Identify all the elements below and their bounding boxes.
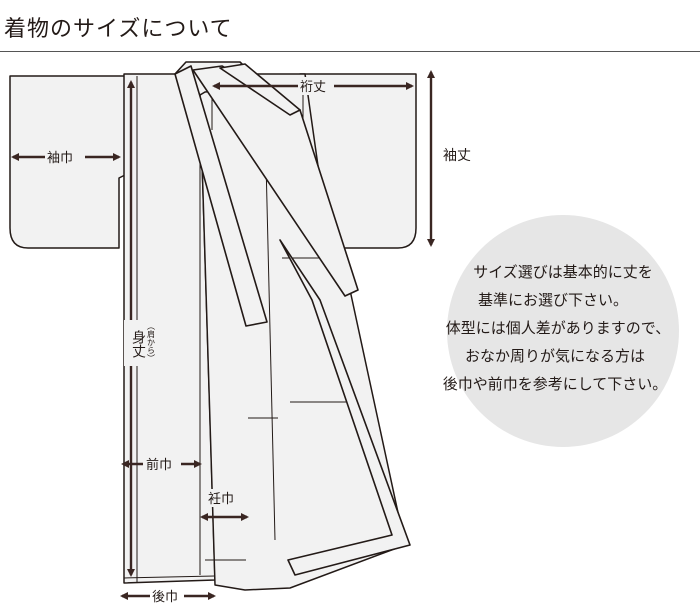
page-title: 着物のサイズについて <box>4 17 233 42</box>
note-line-3: 体型には個人差がありますので、 <box>446 319 670 337</box>
sode-haba-label: 袖巾 <box>47 151 73 166</box>
note-circle <box>447 215 679 447</box>
note-line-4: おなか周りが気になる方は <box>465 347 645 365</box>
title-divider <box>0 51 700 52</box>
okumi-haba-label: 衽巾 <box>208 492 234 507</box>
ushiro-haba-label: 後巾 <box>152 590 178 605</box>
mae-haba-label: 前巾 <box>146 457 172 473</box>
mitake-note-label: （肩から） <box>147 322 156 362</box>
mitake-label: 身丈 <box>130 330 146 358</box>
note-line-2: 基準にお選び下さい。 <box>478 291 628 309</box>
note-line-1: サイズ選びは基本的に丈を <box>473 263 653 281</box>
note-line-5: 後巾や前巾を参考にして下さい。 <box>443 375 668 393</box>
sode-take-label: 袖丈 <box>443 148 471 164</box>
kimono-collar <box>174 61 411 576</box>
front-body <box>194 73 406 591</box>
yuki-label: 裄丈 <box>300 80 326 95</box>
size-note: サイズ選びは基本的に丈を 基準にお選び下さい。 体型には個人差がありますので、 … <box>443 263 670 393</box>
